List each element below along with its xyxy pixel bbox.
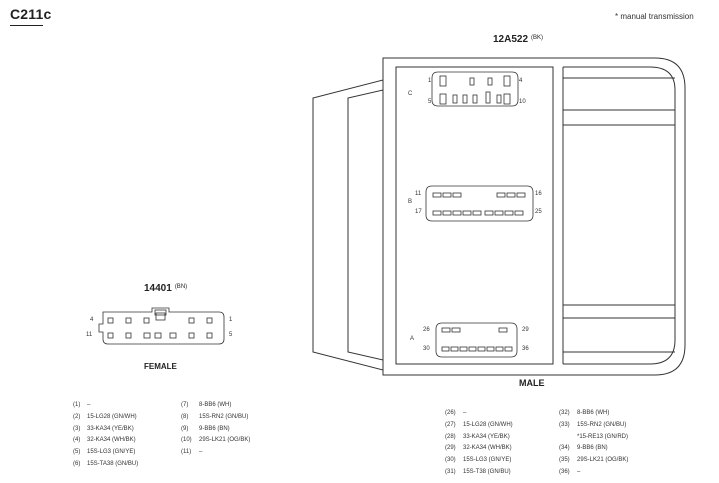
- pin-entry: (26)–: [445, 410, 467, 416]
- male-section-a: [435, 322, 518, 358]
- section-b-top-left-pin: 11: [415, 191, 422, 197]
- section-c-letter: C: [408, 91, 413, 97]
- section-c-bottom-left-pin: 5: [428, 99, 432, 105]
- pin-entry: (8)15S-RN2 (GN/BU): [181, 413, 249, 420]
- male-pin-list-col1: (26)– (27)15-LG28 (GN/WH) (28)33-KA34 (Y…: [445, 408, 513, 479]
- pin-entry: (10)29S-LK21 (OG/BK): [181, 437, 251, 444]
- female-bottom-left-pin: 11: [86, 332, 93, 338]
- male-section-c: [431, 71, 519, 107]
- male-section-b: [425, 185, 534, 222]
- pin-entry: (33)15S-RN2 (GN/BU): [559, 421, 627, 428]
- pin-entry: (2)15-LG28 (GN/WH): [73, 413, 137, 420]
- female-pin-list-col1: (1)– (2)15-LG28 (GN/WH) (3)33-KA34 (YE/B…: [73, 400, 138, 471]
- female-connector-name: 14401: [144, 283, 172, 294]
- pin-entry: *15-RE13 (GN/RD): [577, 433, 629, 440]
- female-connector-body: [98, 307, 225, 345]
- pin-entry: (30)15S-LG3 (GN/YE): [445, 457, 512, 464]
- pin-entry: (5)15S-LG3 (GN/YE): [73, 449, 136, 456]
- male-connector-name: 12A522: [493, 34, 529, 45]
- pin-entry: (11)–: [181, 449, 203, 456]
- pin-entry: (3)33-KA34 (YE/BK): [73, 425, 134, 432]
- male-housing-side: [312, 79, 384, 371]
- pin-entry: (1)–: [73, 402, 91, 408]
- male-connector-color: (BK): [531, 35, 544, 41]
- title-underline: [10, 25, 43, 26]
- male-gender-label: MALE: [519, 378, 545, 388]
- pin-entry: (34)9-BB6 (BN): [559, 445, 608, 452]
- pin-entry: (31)15S-T38 (GN/BU): [445, 468, 511, 475]
- pin-entry: (28)33-KA34 (YE/BK): [445, 433, 510, 440]
- pin-entry: (27)15-LG28 (GN/WH): [445, 421, 513, 428]
- pin-entry: (9)9-BB6 (BN): [181, 425, 230, 432]
- male-housing-inner-side: [347, 89, 384, 361]
- pin-entry: (6)15S-TA38 (GN/BU): [73, 460, 139, 467]
- female-top-left-pin: 4: [90, 317, 94, 323]
- male-connector-label: 12A522(BK): [493, 34, 543, 45]
- pin-entry: (7)8-BB6 (WH): [181, 402, 232, 408]
- section-b-top-right-pin: 16: [535, 191, 542, 197]
- male-pin-list-col2: (32)8-BB6 (WH) (33)15S-RN2 (GN/BU) *15-R…: [559, 408, 628, 479]
- section-c-bottom-right-pin: 10: [519, 99, 526, 105]
- section-a-letter: A: [410, 336, 415, 342]
- pin-entry: (4)32-KA34 (WH/BK): [73, 437, 136, 444]
- male-face-plate: [395, 66, 554, 365]
- female-top-right-pin: 1: [229, 317, 233, 323]
- pin-entry: (32)8-BB6 (WH): [559, 410, 610, 416]
- pin-entry: (29)32-KA34 (WH/BK): [445, 445, 512, 452]
- manual-transmission-note: * manual transmission: [615, 12, 694, 21]
- section-b-letter: B: [408, 199, 413, 205]
- female-gender-label: FEMALE: [144, 362, 177, 371]
- section-b-bottom-left-pin: 17: [415, 209, 422, 215]
- section-b-bottom-right-pin: 25: [535, 209, 542, 215]
- section-a-bottom-right-pin: 36: [522, 346, 529, 352]
- female-bottom-right-pin: 5: [229, 332, 233, 338]
- connector-id-title: C211c: [10, 6, 52, 22]
- female-pin-list-col2: (7)8-BB6 (WH) (8)15S-RN2 (GN/BU) (9)9-BB…: [181, 400, 250, 459]
- section-a-bottom-left-pin: 30: [423, 346, 430, 352]
- section-a-top-left-pin: 26: [423, 327, 430, 333]
- section-c-top-right-pin: 4: [519, 78, 523, 84]
- female-connector-color: (BN): [174, 284, 188, 290]
- female-connector-label: 14401(BN): [144, 283, 187, 294]
- male-housing-outline: [382, 57, 686, 376]
- section-c-top-left-pin: 1: [428, 78, 432, 84]
- section-a-top-right-pin: 29: [522, 327, 529, 333]
- pin-entry: (35)29S-LK21 (OG/BK): [559, 457, 629, 464]
- pin-entry: (36)–: [559, 468, 581, 475]
